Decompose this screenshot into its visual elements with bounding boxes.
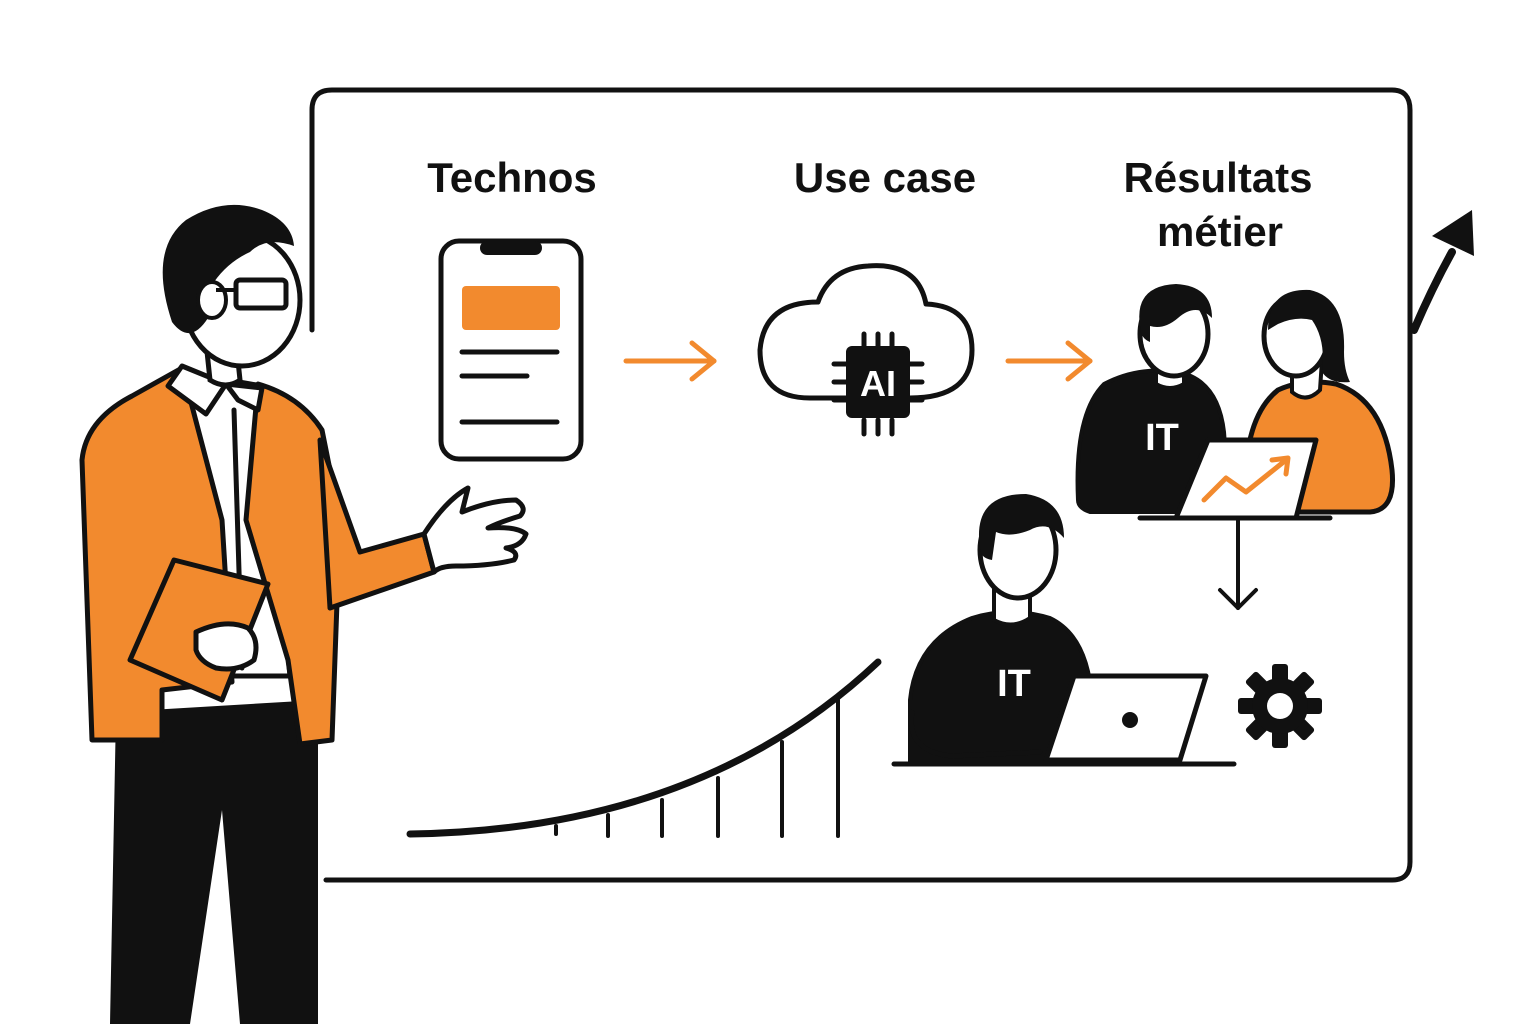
- ai-chip-icon: AI: [831, 331, 925, 437]
- arrow-down-icon: [1218, 516, 1258, 610]
- ai-chip-label: AI: [860, 363, 896, 404]
- presentation-board: [309, 87, 1413, 883]
- growth-curve: [406, 658, 882, 838]
- laptop-icon: [1137, 437, 1333, 521]
- presenter: [79, 204, 529, 1024]
- trend-up-icon: [1410, 210, 1474, 334]
- it-badge-bottom: IT: [997, 663, 1031, 705]
- step-title-results-line2: métier: [1157, 208, 1283, 255]
- laptop-icon: [891, 673, 1237, 767]
- step-title-results-line1: Résultats: [1123, 154, 1312, 201]
- gear-icon: [1238, 664, 1322, 748]
- step-title-technos: Technos: [427, 154, 597, 201]
- step-title-use-case: Use case: [794, 154, 976, 201]
- arrow-right-icon: [1005, 340, 1093, 382]
- smartphone-icon: [438, 238, 584, 462]
- it-developer: IT: [908, 494, 1094, 762]
- arrow-right-icon: [623, 340, 717, 382]
- it-badge-top: IT: [1145, 417, 1179, 459]
